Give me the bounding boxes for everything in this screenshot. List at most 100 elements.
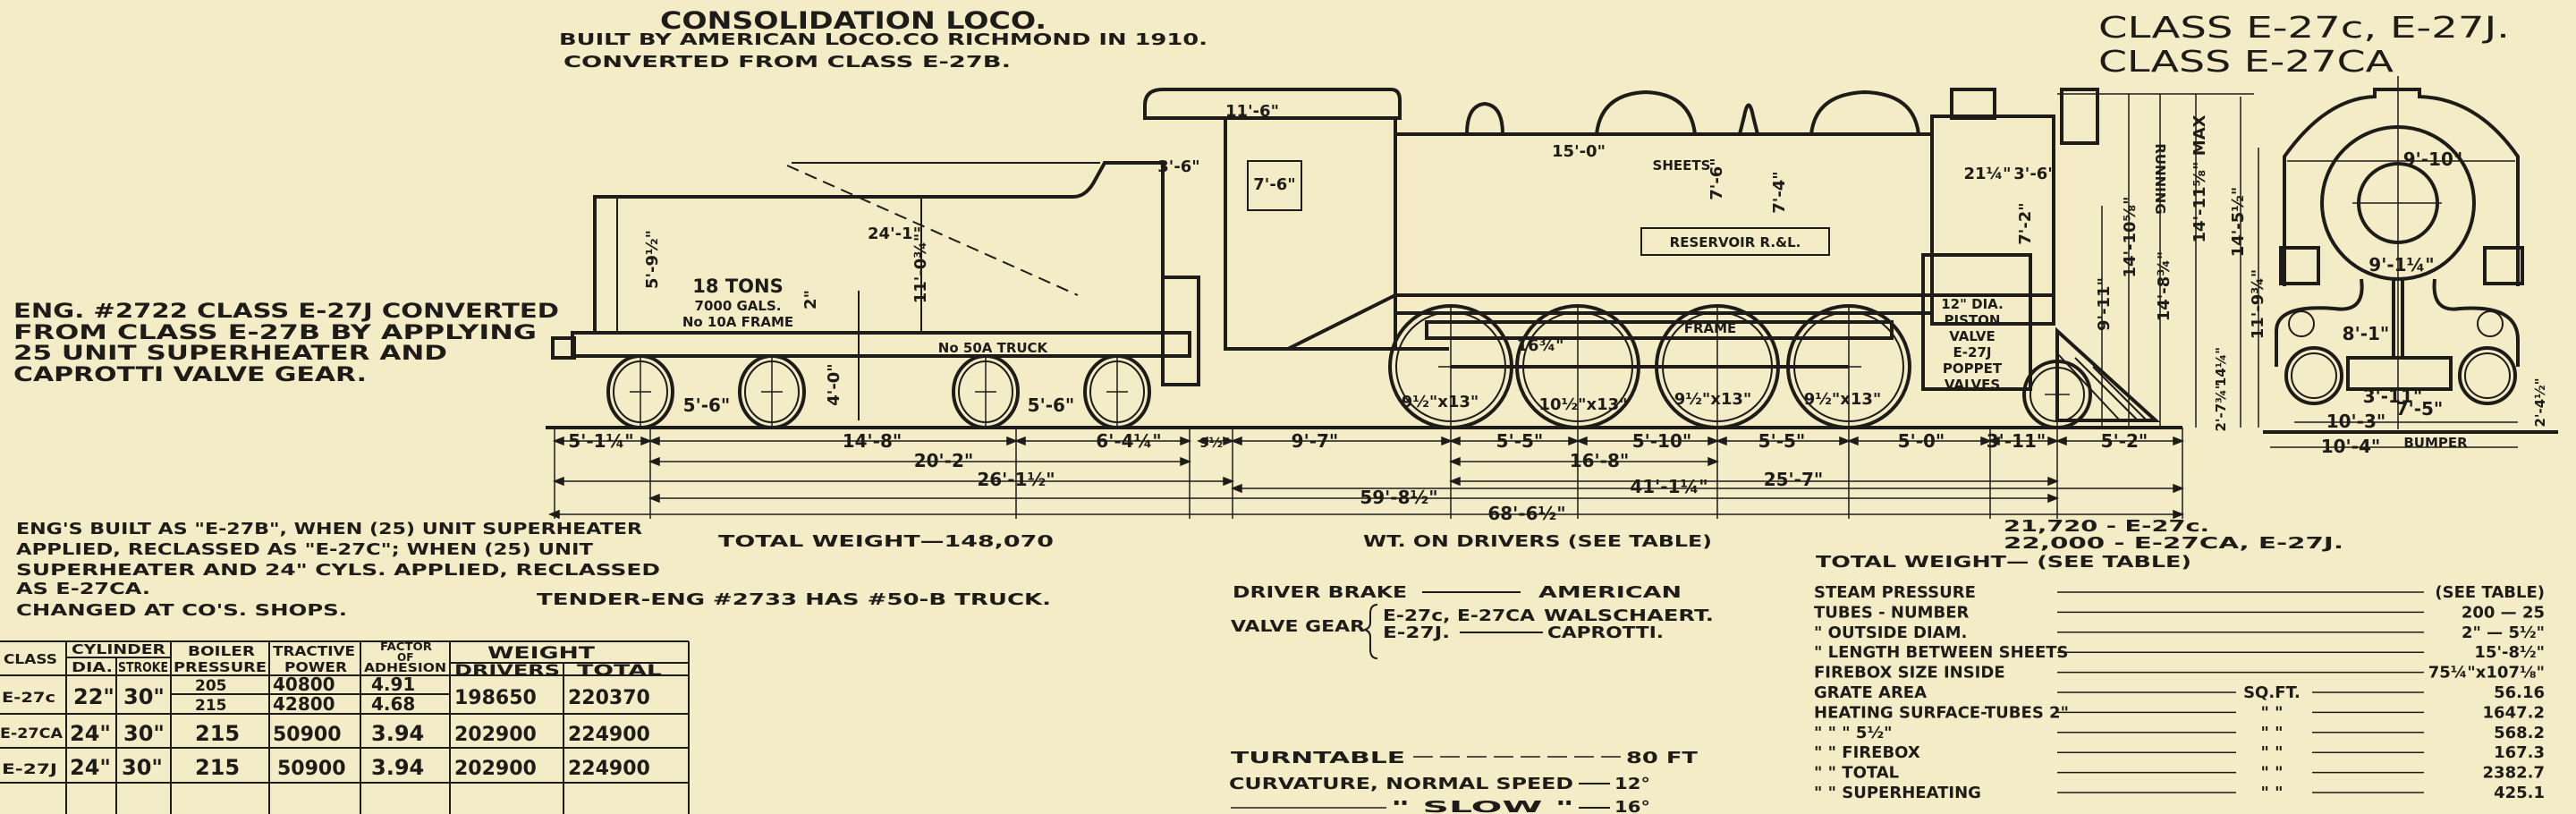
tractive-effort-2: 22,000 - E-27CA, E-27J. — [2004, 534, 2343, 553]
driver-brake-label: DRIVER BRAKE — [1233, 583, 1407, 602]
piston-valve-label: POPPET — [1943, 360, 2003, 377]
th-adhesion: ADHESION — [364, 662, 446, 675]
spec-label: " " SUPERHEATING — [1814, 784, 1981, 802]
clearance-value: 80 FT — [1626, 749, 1699, 767]
spec-label: FIREBOX SIZE INSIDE — [1814, 664, 2005, 683]
spec-value: 2382.7 — [2483, 764, 2545, 783]
th-total: TOTAL — [577, 662, 662, 680]
height-label: 9'-11" — [2095, 277, 2114, 331]
cell-dia: 24" — [70, 721, 111, 746]
cell-total: 224900 — [568, 724, 650, 746]
side-elevation: 24'-1" 18 TONS 7000 GALS. No 10A FRAME N… — [546, 88, 2548, 524]
loco-total-weight: TOTAL WEIGHT— (SEE TABLE) — [1816, 553, 2191, 572]
length-dim: 9½" — [1199, 435, 1230, 451]
spec-row: " " TOTAL" "2382.7 — [1814, 764, 2545, 783]
wheel-size-label: 9½"x13" — [1674, 390, 1752, 409]
spec-row: FIREBOX SIZE INSIDE 75¼"x107⅛" — [1814, 664, 2545, 683]
spec-value: (SEE TABLE) — [2435, 583, 2545, 602]
note-line: FROM CLASS E-27B BY APPLYING — [13, 322, 537, 344]
height-label: 14'-8¾" — [2155, 251, 2174, 322]
conversion-note: ENG. #2722 CLASS E-27J CONVERTED FROM CL… — [13, 301, 559, 386]
pilot-wheel — [2022, 360, 2092, 429]
clearance-label: CURVATURE, NORMAL SPEED — [1229, 775, 1573, 793]
length-dim: 5'-5" — [1496, 430, 1544, 452]
spec-value: 568.2 — [2494, 724, 2545, 742]
tender-total-weight: TOTAL WEIGHT—148,070 — [718, 532, 1054, 551]
tender-height: 11'-0¾" — [911, 233, 930, 304]
tractive-effort-1: 21,720 - E-27c. — [2004, 517, 2209, 536]
length-dim: 9'-7" — [1292, 430, 1339, 452]
weight-on-drivers: WT. ON DRIVERS (SEE TABLE) — [1363, 532, 1712, 551]
cell-class: E-27c — [2, 689, 55, 706]
spec-unit: " " — [2260, 784, 2283, 802]
builder-note: BUILT BY AMERICAN LOCO.CO RICHMOND IN 19… — [559, 30, 1208, 49]
length-dim: 5'-6" — [1028, 394, 1075, 416]
cab-window-label: 7'-6" — [1253, 175, 1295, 194]
valve-gear-value-1: WALSCHAERT. — [1544, 606, 1714, 625]
tender-wheel — [1083, 354, 1151, 429]
note-line: ENG'S BUILT AS "E-27B", WHEN (25) UNIT S… — [16, 520, 642, 538]
length-dim: 5'-10" — [1632, 430, 1692, 452]
stack-height-label: 7'-4" — [1770, 171, 1789, 213]
th-power: POWER — [284, 659, 347, 675]
tender-capacity-water: 7000 GALS. — [695, 298, 782, 314]
length-dim: 5'-2" — [2101, 430, 2148, 452]
height-label: 14'-10⅝" — [2121, 196, 2140, 277]
valve-gear-value-2: CAPROTTI. — [1547, 623, 1664, 642]
length-dim: 26'-1½" — [977, 469, 1055, 490]
note-line: 25 UNIT SUPERHEATER AND — [13, 343, 447, 365]
cell-tractive: 50900 — [273, 724, 342, 746]
spec-value: 75¼"x107⅛" — [2428, 664, 2545, 683]
length-dim: 6'-4¼" — [1096, 430, 1161, 452]
cell-tractive: 42800 — [273, 693, 335, 715]
th-tractive: TRACTIVE — [273, 643, 355, 659]
cell-total: 224900 — [568, 758, 650, 780]
spec-label: TUBES - NUMBER — [1814, 603, 1969, 622]
cell-class: E-27J — [2, 760, 57, 777]
note-line: APPLIED, RECLASSED AS "E-27C"; WHEN (25)… — [16, 540, 594, 559]
driver-wheels — [1388, 304, 2092, 429]
spec-value: 167.3 — [2494, 743, 2545, 762]
cell-adhesion: 3.94 — [371, 721, 424, 746]
valve-gear-label: VALVE GEAR — [1231, 617, 1365, 636]
cell-adhesion: 4.91 — [371, 674, 415, 695]
tender-length-label: 24'-1" — [868, 225, 921, 243]
wheel-size-label: 9½"x13" — [1402, 393, 1479, 411]
tender-truck-label: No 50A TRUCK — [938, 340, 1049, 356]
th-stroke: STROKE — [118, 659, 168, 675]
length-dim: 16'-8" — [1570, 450, 1630, 471]
height-label: 2'-4½" — [2532, 377, 2548, 427]
front-dim: 8'-1" — [2343, 323, 2390, 344]
cell-pressure: 215 — [195, 755, 240, 780]
clearance-value: 16° — [1614, 798, 1650, 814]
length-dim: 5'-5" — [1758, 430, 1806, 452]
note-line: CAPROTTI VALVE GEAR. — [13, 364, 367, 386]
spec-row: HEATING SURFACE-TUBES 2"" "1647.2 — [1814, 703, 2545, 722]
sheets-label: SHEETS — [1653, 157, 1711, 174]
spec-label: GRATE AREA — [1814, 683, 1927, 702]
note-line: AS E-27CA. — [16, 580, 150, 598]
clearances-block: TURNTABLE 80 FT CURVATURE, NORMAL SPEED … — [1229, 749, 1699, 814]
front-dim: 10'-3" — [2326, 411, 2386, 432]
spec-label: STEAM PRESSURE — [1814, 583, 1976, 602]
cab-roof-label: 11'-6" — [1225, 102, 1279, 121]
note-line: ENG. #2722 CLASS E-27J CONVERTED — [13, 301, 559, 323]
cell-pressure: 205 — [195, 677, 227, 695]
length-dim: 41'-1¼" — [1630, 476, 1707, 497]
spec-row: STEAM PRESSURE (SEE TABLE) — [1814, 583, 2545, 602]
spec-row: " " SUPERHEATING" "425.1 — [1814, 784, 2545, 802]
th-factor: FACTOR — [380, 640, 432, 653]
converted-note: CONVERTED FROM CLASS E-27B. — [564, 53, 1011, 72]
cell-stroke: 30" — [123, 721, 165, 746]
length-dim: 14'-8" — [843, 430, 902, 452]
locomotive — [1143, 88, 2161, 422]
clearance-value: 12° — [1614, 775, 1650, 793]
tubes-length-label: 15'-0" — [1552, 142, 1606, 161]
spec-unit: " " — [2260, 724, 2283, 742]
spec-value: 1647.2 — [2483, 703, 2545, 722]
spec-row: " OUTSIDE DIAM.2" — 5½" — [1814, 623, 2545, 642]
front-dim: 9'-10" — [2403, 148, 2463, 170]
